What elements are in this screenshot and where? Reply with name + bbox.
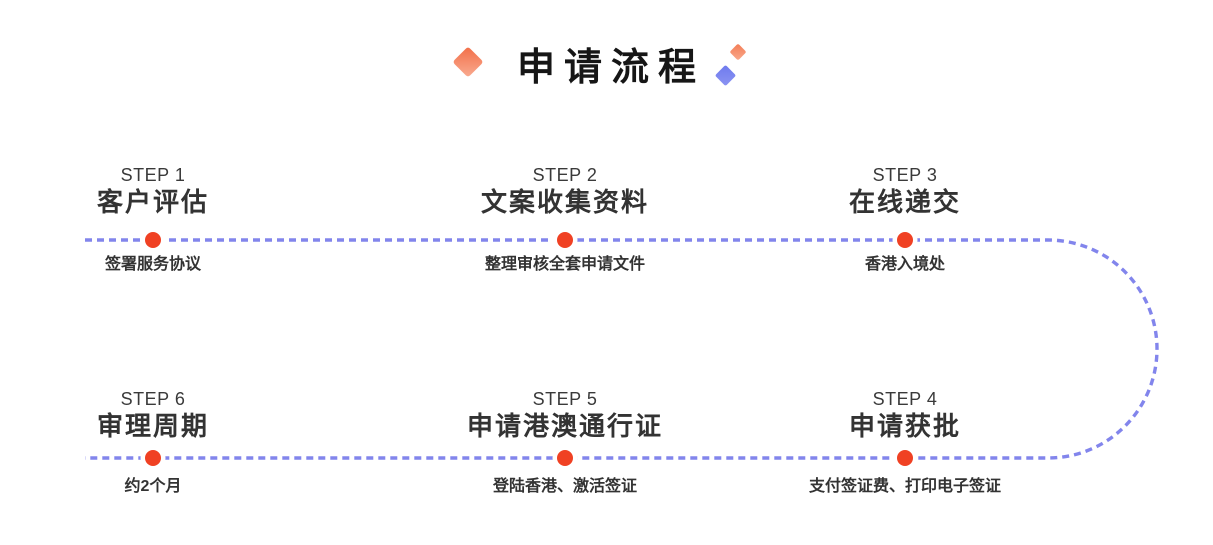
step-5-dot-icon [552, 445, 578, 471]
step-4-dot-icon [892, 445, 918, 471]
step-5-header: STEP 5 申请港澳通行证 [395, 388, 735, 442]
step-1-title: 客户评估 [96, 187, 209, 217]
step-2-title: 文案收集资料 [480, 187, 649, 217]
step-dots [140, 227, 918, 471]
step-5-title: 申请港澳通行证 [466, 411, 663, 441]
step-1-dot-icon [140, 227, 166, 253]
step-4-label: STEP 4 [872, 389, 938, 409]
step-1-label: STEP 1 [120, 165, 186, 185]
step-6-header: STEP 6 审理周期 [0, 388, 323, 442]
step-3-title: 在线递交 [848, 187, 961, 217]
step-6-subtitle: 约2个月 [124, 478, 182, 495]
page-title: 申请流程 [516, 47, 705, 89]
step-2-header: STEP 2 文案收集资料 [395, 164, 735, 218]
step-4-header: STEP 4 申请获批 [735, 388, 1075, 442]
step-1-header: STEP 1 客户评估 [0, 164, 323, 218]
step-3-dot-icon [892, 227, 918, 253]
step-6-title: 审理周期 [96, 411, 209, 441]
step-3-label: STEP 3 [872, 165, 938, 185]
step-2-dot-icon [552, 227, 578, 253]
step-1-subtitle: 签署服务协议 [104, 256, 201, 273]
dashed-flow-path [85, 238, 1159, 460]
step-2-subtitle: 整理审核全套申请文件 [484, 256, 645, 273]
step-2-label: STEP 2 [532, 165, 598, 185]
step-3-header: STEP 3 在线递交 [735, 164, 1075, 218]
step-5-label: STEP 5 [532, 389, 598, 409]
step-6-dot-icon [140, 445, 166, 471]
step-4-title: 申请获批 [848, 411, 961, 441]
step-4-subtitle: 支付签证费、打印电子签证 [808, 478, 1001, 495]
step-6-label: STEP 6 [120, 389, 186, 409]
step-3-subtitle: 香港入境处 [864, 256, 945, 273]
step-5-subtitle: 登陆香港、激活签证 [492, 478, 637, 495]
